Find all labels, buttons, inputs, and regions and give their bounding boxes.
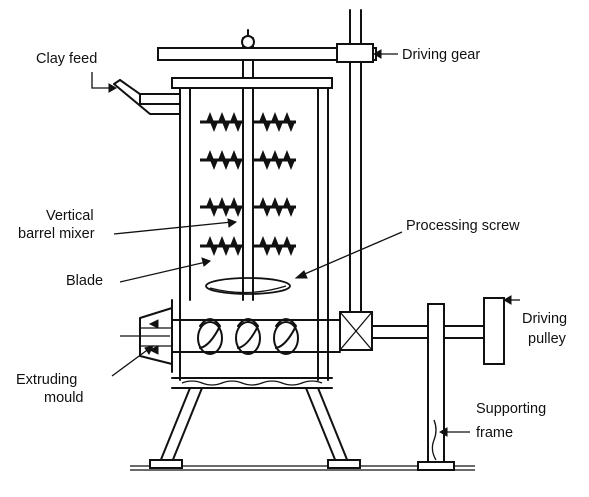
leader-lines — [91, 49, 520, 437]
driving-pulley — [483, 297, 505, 365]
label-driving-pulley-2: pulley — [528, 331, 567, 347]
processing-screw — [205, 277, 291, 295]
label-extruding-mould-1: Extruding — [16, 372, 77, 388]
supporting-frame — [417, 303, 455, 471]
label-processing-screw: Processing screw — [406, 218, 520, 234]
blade — [200, 197, 243, 217]
label-vertical-barrel-mixer-2: barrel mixer — [18, 226, 95, 242]
blade — [253, 112, 296, 132]
label-vertical-barrel-mixer-1: Vertical — [46, 208, 94, 224]
blade — [253, 236, 296, 256]
blade — [253, 197, 296, 217]
label-driving-gear: Driving gear — [402, 47, 480, 63]
top-beam — [157, 43, 377, 63]
label-clay-feed: Clay feed — [36, 51, 97, 67]
label-blade: Blade — [66, 273, 103, 289]
blade — [200, 236, 243, 256]
label-supporting-frame-1: Supporting — [476, 401, 546, 417]
blade — [200, 150, 243, 170]
label-driving-pulley-1: Driving — [522, 311, 567, 327]
clay-feed-hopper — [113, 79, 181, 115]
blade — [253, 150, 296, 170]
legs — [149, 387, 361, 469]
blade — [200, 112, 243, 132]
vertical-drive-shaft — [339, 9, 373, 351]
horizontal-extruder — [171, 318, 341, 355]
driving-gear-box — [336, 43, 374, 63]
extruding-mould — [120, 299, 173, 373]
central-shaft — [241, 29, 255, 301]
barrel — [171, 77, 333, 389]
mixer-blades — [200, 112, 296, 256]
label-extruding-mould-2: mould — [44, 390, 84, 406]
label-supporting-frame-2: frame — [476, 425, 513, 441]
